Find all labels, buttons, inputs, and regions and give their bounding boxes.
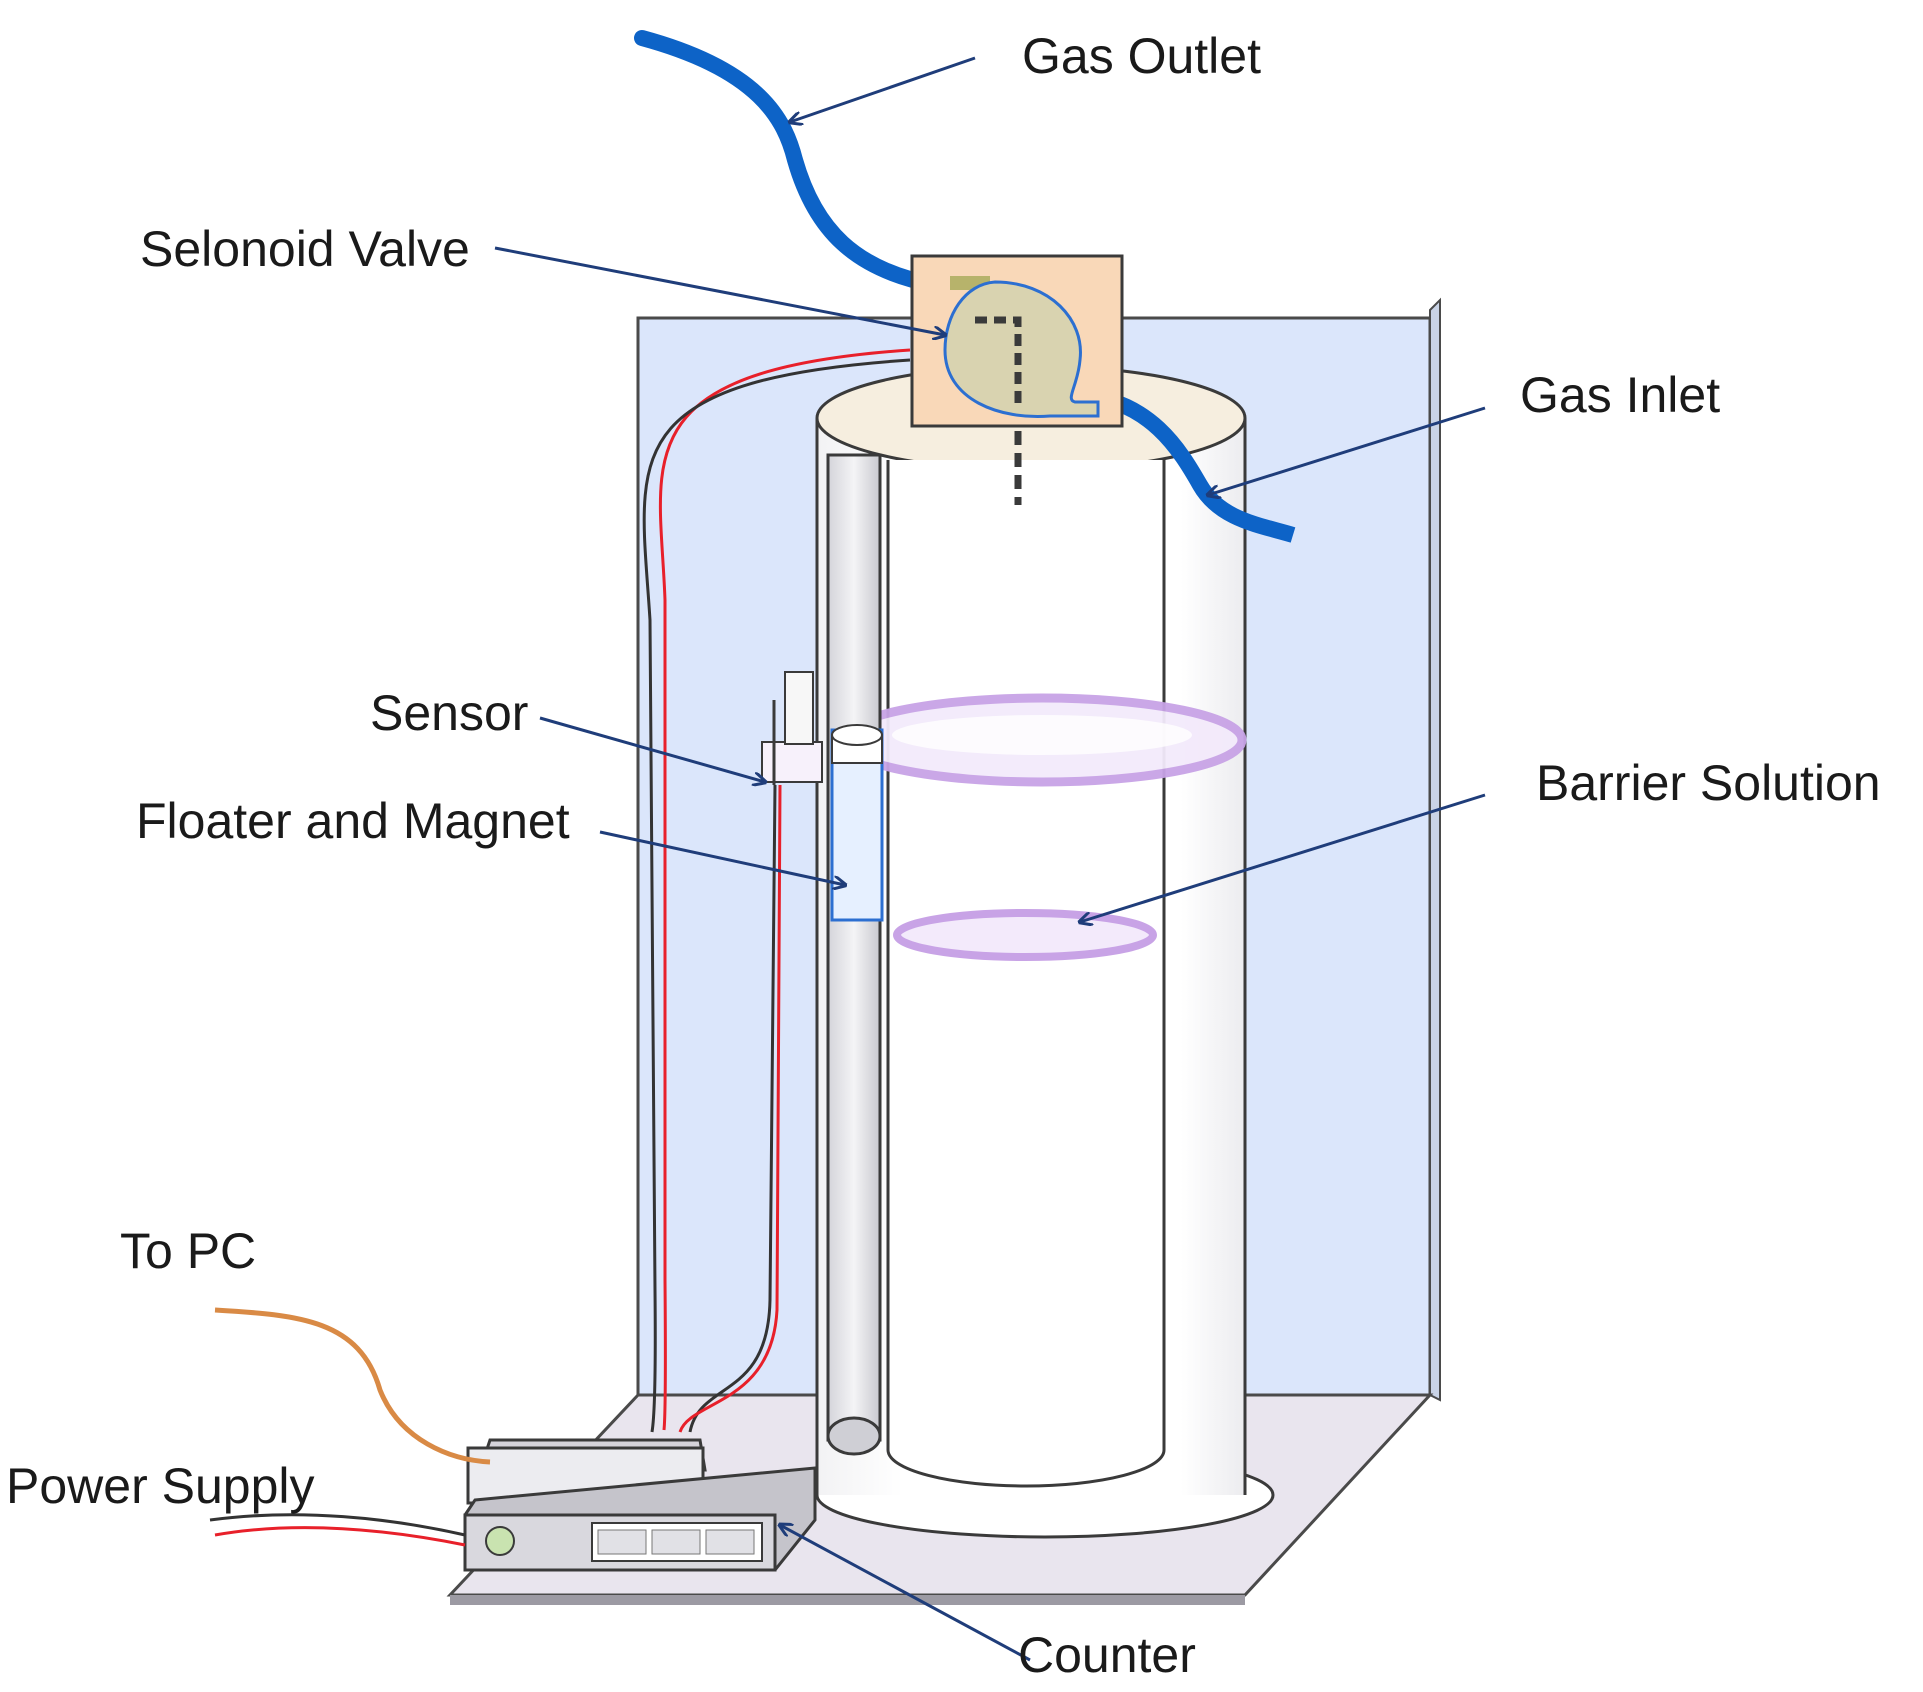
solenoid-valve-arrow	[494, 246, 945, 335]
power-supply-cable-red	[214, 1526, 466, 1547]
float-guide-tube	[826, 453, 882, 1456]
counter-device	[463, 1438, 817, 1572]
inner-cylinder	[886, 460, 1166, 1488]
label-sensor: Sensor	[370, 685, 528, 741]
power-supply-cable-dark	[209, 1513, 466, 1537]
label-gas-outlet: Gas Outlet	[1022, 28, 1261, 84]
label-floater-and-magnet: Floater and Magnet	[136, 793, 570, 849]
sensor-wires	[642, 348, 911, 1433]
label-gas-inlet: Gas Inlet	[1520, 367, 1720, 423]
barrier-solution-arrow	[1080, 793, 1486, 922]
gas-outlet-arrow	[790, 56, 976, 122]
label-power-supply: Power Supply	[6, 1458, 315, 1514]
barrier-solution-upper	[837, 693, 1247, 787]
label-solenoid-valve: Selonoid Valve	[140, 221, 470, 277]
counter-arrow	[780, 1525, 1031, 1662]
sensor	[761, 671, 823, 785]
label-counter: Counter	[1018, 1627, 1196, 1683]
inner-gas-pipe	[975, 316, 1022, 505]
floater-arrow	[599, 830, 845, 885]
sensor-arrow	[539, 716, 765, 782]
solenoid-valve	[910, 254, 1124, 428]
gas-outlet-tube	[634, 30, 943, 293]
floater-and-magnet	[830, 724, 884, 922]
label-to-pc: To PC	[120, 1223, 256, 1279]
label-barrier-solution: Barrier Solution	[1536, 755, 1881, 811]
barrier-solution-lower	[893, 909, 1157, 961]
power-led-icon	[485, 1526, 515, 1556]
to-pc-cable	[214, 1307, 491, 1465]
gas-inlet-tube	[1079, 387, 1296, 543]
gas-inlet-arrow	[1208, 406, 1486, 495]
